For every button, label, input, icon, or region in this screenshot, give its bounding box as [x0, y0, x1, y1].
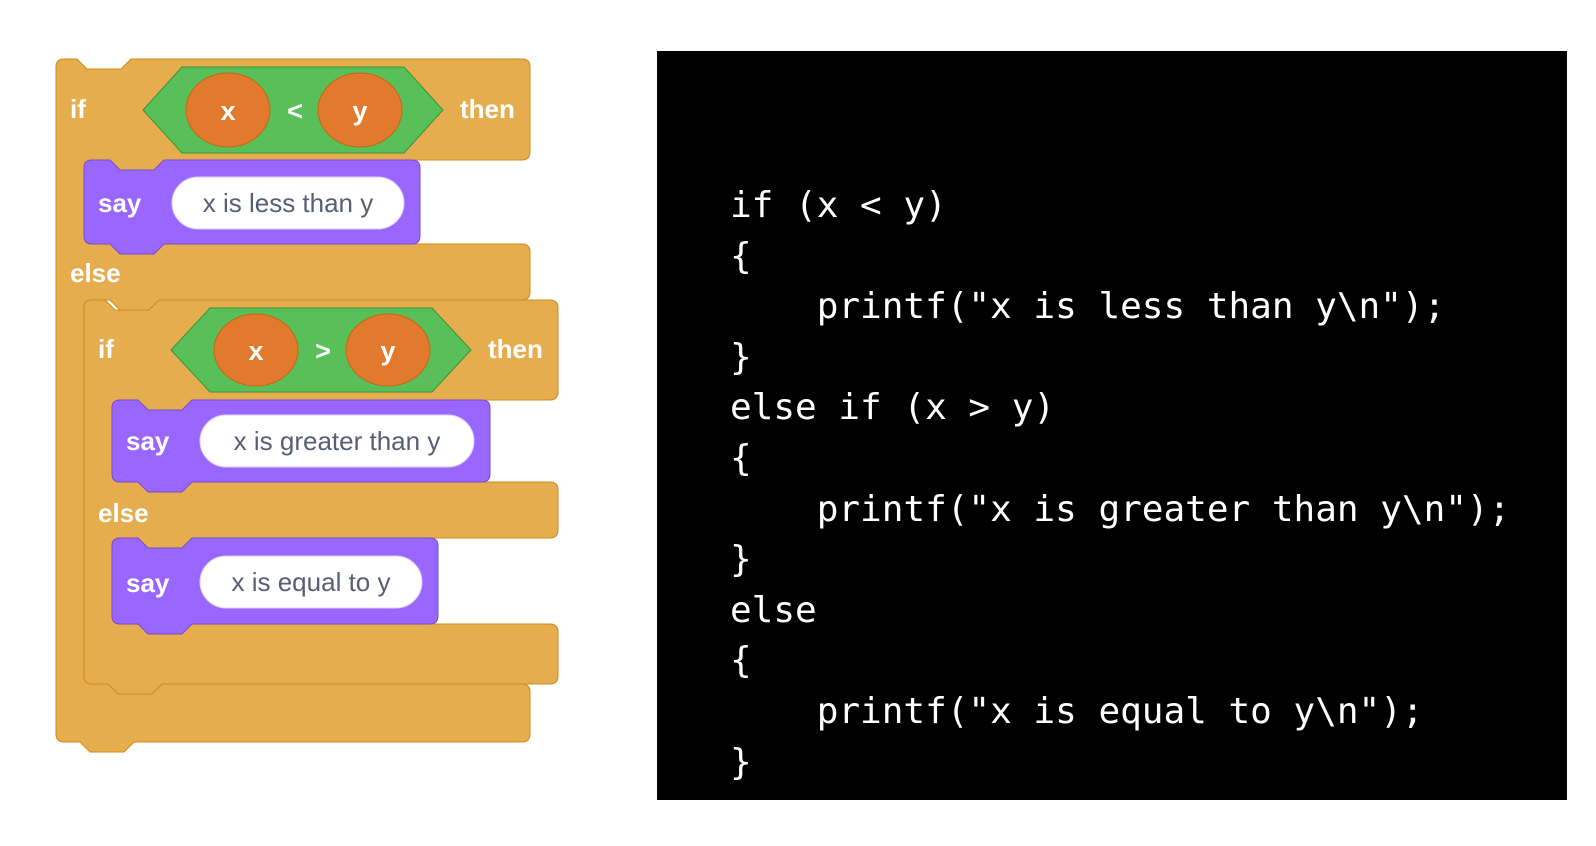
outer-then-keyword: then [460, 94, 515, 124]
code-line: } [730, 741, 752, 783]
say-message-input-1[interactable] [171, 176, 405, 230]
say-keyword-2: say [126, 426, 170, 456]
outer-if-else-block[interactable] [55, 58, 531, 753]
variable-x-reporter-2[interactable] [213, 313, 299, 387]
variable-y-label-2: y [380, 336, 395, 366]
variable-x-label-2: x [248, 336, 263, 366]
inner-else-keyword: else [98, 498, 149, 528]
variable-x-reporter[interactable] [185, 72, 271, 148]
say-message-text-2: x is greater than y [234, 426, 441, 456]
code-listing: if (x < y) { printf("x is less than y\n"… [730, 181, 1510, 788]
code-line: printf("x is less than y\n"); [730, 286, 1446, 328]
less-than-symbol: < [287, 96, 303, 126]
greater-than-operator-block[interactable]: x > y [170, 307, 472, 393]
code-line: } [730, 539, 752, 581]
code-line: { [730, 437, 752, 479]
inner-if-else-block[interactable] [83, 299, 559, 695]
say-block-1[interactable]: say x is less than y [83, 159, 421, 255]
say-block-2[interactable]: say x is greater than y [111, 399, 491, 493]
code-line: printf("x is greater than y\n"); [730, 488, 1511, 530]
less-than-operator-block[interactable]: x < y [142, 66, 444, 154]
outer-if-keyword: if [70, 94, 86, 124]
say-message-text-1: x is less than y [203, 188, 374, 218]
code-line: else [730, 589, 817, 631]
code-line: printf("x is equal to y\n"); [730, 690, 1424, 732]
greater-than-symbol: > [315, 336, 331, 366]
variable-y-label: y [352, 96, 367, 126]
code-line: } [730, 336, 752, 378]
inner-if-keyword: if [98, 334, 114, 364]
say-block-3[interactable]: say x is equal to y [111, 537, 439, 635]
variable-y-reporter-2[interactable] [345, 313, 431, 387]
inner-then-keyword: then [488, 334, 543, 364]
say-keyword-1: say [98, 188, 142, 218]
say-message-input-2[interactable] [199, 414, 475, 468]
say-keyword-3: say [126, 568, 170, 598]
variable-y-reporter[interactable] [317, 72, 403, 148]
code-line: { [730, 235, 752, 277]
say-message-text-3: x is equal to y [232, 567, 391, 597]
code-line: { [730, 640, 752, 682]
say-message-input-3[interactable] [199, 555, 423, 609]
variable-x-label: x [220, 96, 235, 126]
outer-else-keyword: else [70, 258, 121, 288]
c-code-panel: if (x < y) { printf("x is less than y\n"… [657, 51, 1567, 800]
code-line: if (x < y) [730, 185, 947, 226]
code-line: else if (x > y) [730, 387, 1056, 429]
scratch-blocks-script: if x < y then say x is less than y else … [55, 58, 559, 753]
